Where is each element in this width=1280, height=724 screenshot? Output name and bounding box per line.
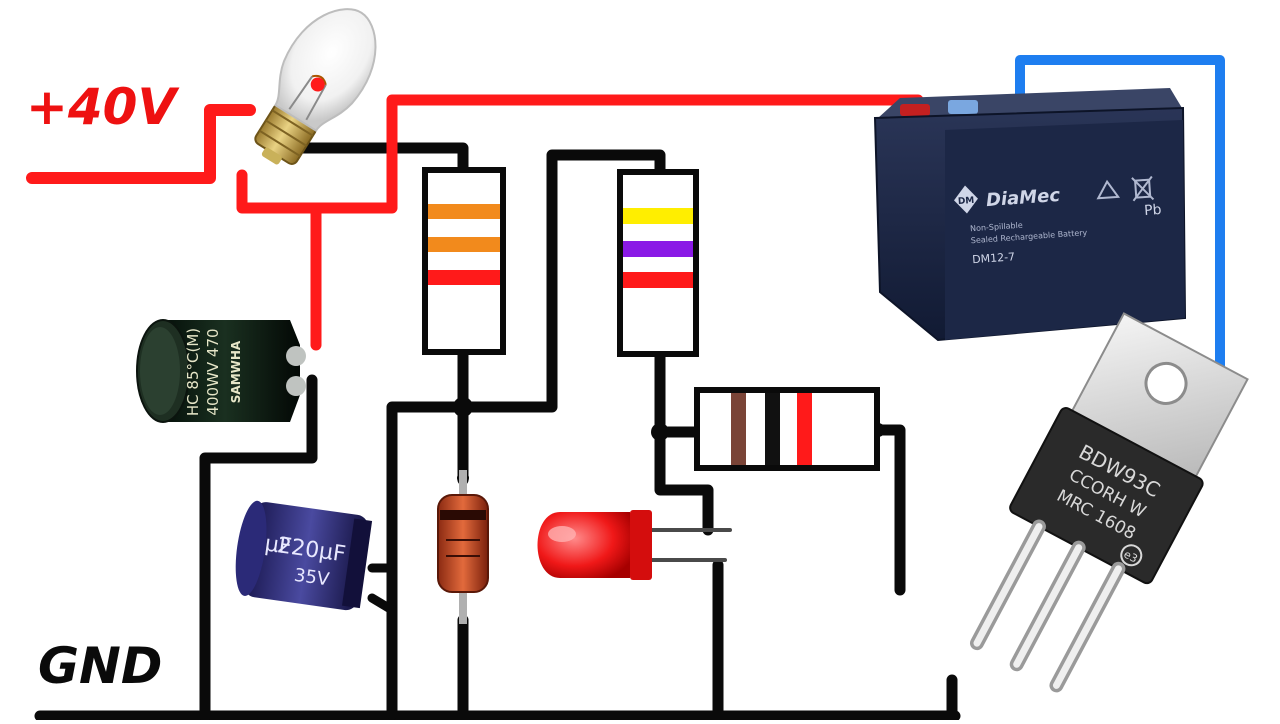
bin-crossed-icon [1131, 175, 1155, 202]
positive-wires [26, 94, 924, 351]
transistor-mark: e3 [1121, 548, 1139, 566]
resistor-band [765, 393, 780, 465]
battery-logo: DM [958, 196, 975, 207]
resistor-band [623, 208, 693, 224]
junction-dot [453, 397, 473, 417]
capacitor-small-mark: µF [263, 531, 293, 559]
resistor-r2 [617, 169, 699, 357]
light-bulb [254, 8, 377, 165]
battery-model: DM12-7 [972, 250, 1016, 266]
red-led [537, 510, 732, 580]
battery-line1: Non-Spillable [970, 221, 1023, 234]
zener-diode [437, 470, 489, 624]
wire-r2-to-led [654, 346, 714, 536]
capacitor-large-line1: HC 85°C(M) [184, 328, 202, 416]
transistor: BDW93C CCORH W MRC 1608 e3 [969, 312, 1249, 693]
battery-terminal-negative [948, 100, 978, 114]
ground-wires [34, 142, 961, 722]
wire-small-cap-lead-bottom [367, 593, 397, 721]
wire-bulb-to-r1 [294, 142, 469, 178]
recycle-icon [1096, 179, 1121, 200]
capacitor-small: µF 220µF 35V [235, 500, 373, 611]
resistor-band [731, 393, 746, 465]
capacitor-small-voltage: 35V [293, 565, 331, 591]
battery-terminal-positive [900, 104, 930, 116]
resistor-band [623, 241, 693, 257]
mounting-hole [1144, 361, 1188, 405]
battery: DM DiaMec Non-Spillable Sealed Rechargea… [873, 88, 1187, 342]
resistor-band [623, 272, 693, 288]
junction-dot [651, 423, 669, 441]
ground-label: GND [38, 637, 162, 695]
capacitor-large-line2: 400WV 470 [204, 328, 222, 415]
resistor-r1 [422, 167, 506, 355]
wire-r3-to-base [872, 424, 906, 596]
battery-pb-label: Pb [1144, 202, 1163, 219]
wire-large-cap-negative [199, 374, 318, 722]
capacitor-large-brand: SAMWHA [229, 340, 243, 403]
supply-voltage-label: +40V [26, 78, 179, 136]
battery-brand: DiaMec [985, 185, 1061, 211]
resistor-band [428, 204, 500, 219]
resistor-band [428, 237, 500, 252]
resistor-r3 [694, 387, 880, 471]
wire-supply-input [26, 104, 256, 184]
wire-bulb-to-battery [236, 94, 924, 214]
resistor-band [428, 270, 500, 285]
capacitor-large: HC 85°C(M) 400WV 470 SAMWHA [136, 319, 306, 423]
wire-node-to-r2 [457, 149, 666, 413]
resistor-band [797, 393, 812, 465]
